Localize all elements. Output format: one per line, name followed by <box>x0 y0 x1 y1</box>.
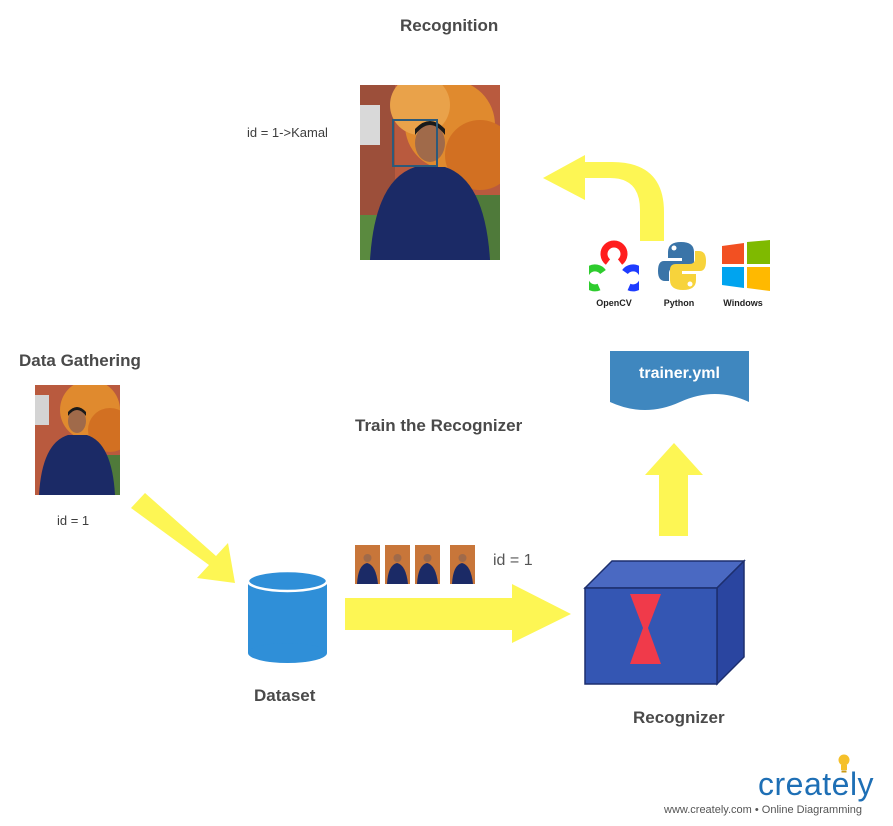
thumbnail-1 <box>355 545 380 584</box>
python-label: Python <box>663 298 695 308</box>
thumbnail-3 <box>415 545 440 584</box>
recognition-photo <box>360 85 500 260</box>
lightbulb-icon <box>838 753 850 773</box>
data-gathering-photo <box>35 385 120 495</box>
train-id-label: id = 1 <box>493 552 533 569</box>
curved-arrow <box>543 155 664 241</box>
hourglass-icon <box>630 594 661 664</box>
opencv-label: OpenCV <box>596 298 632 308</box>
dataset-cylinder <box>246 569 329 663</box>
trainer-document <box>610 351 749 410</box>
data-gathering-heading: Data Gathering <box>19 351 141 370</box>
diagonal-arrow <box>131 493 235 583</box>
gather-id-label: id = 1 <box>57 513 90 528</box>
recognizer-label: Recognizer <box>633 708 725 727</box>
footer-tagline: www.creately.com • Online Diagramming <box>664 804 863 816</box>
train-heading: Train the Recognizer <box>355 416 523 435</box>
thumbnail-4 <box>450 545 475 584</box>
windows-icon <box>722 240 772 292</box>
right-arrow <box>345 584 571 643</box>
windows-label: Windows <box>723 298 763 308</box>
up-arrow <box>645 443 703 536</box>
recognized-id-label: id = 1->Kamal <box>247 125 328 140</box>
recognizer-cube <box>583 559 746 686</box>
trainer-file-label: trainer.yml <box>639 365 720 382</box>
python-icon <box>657 240 707 292</box>
thumbnail-2 <box>385 545 410 584</box>
brand-logo: creately <box>758 766 875 802</box>
recognition-heading: Recognition <box>400 16 499 35</box>
dataset-label: Dataset <box>254 686 316 705</box>
opencv-icon <box>581 240 647 292</box>
